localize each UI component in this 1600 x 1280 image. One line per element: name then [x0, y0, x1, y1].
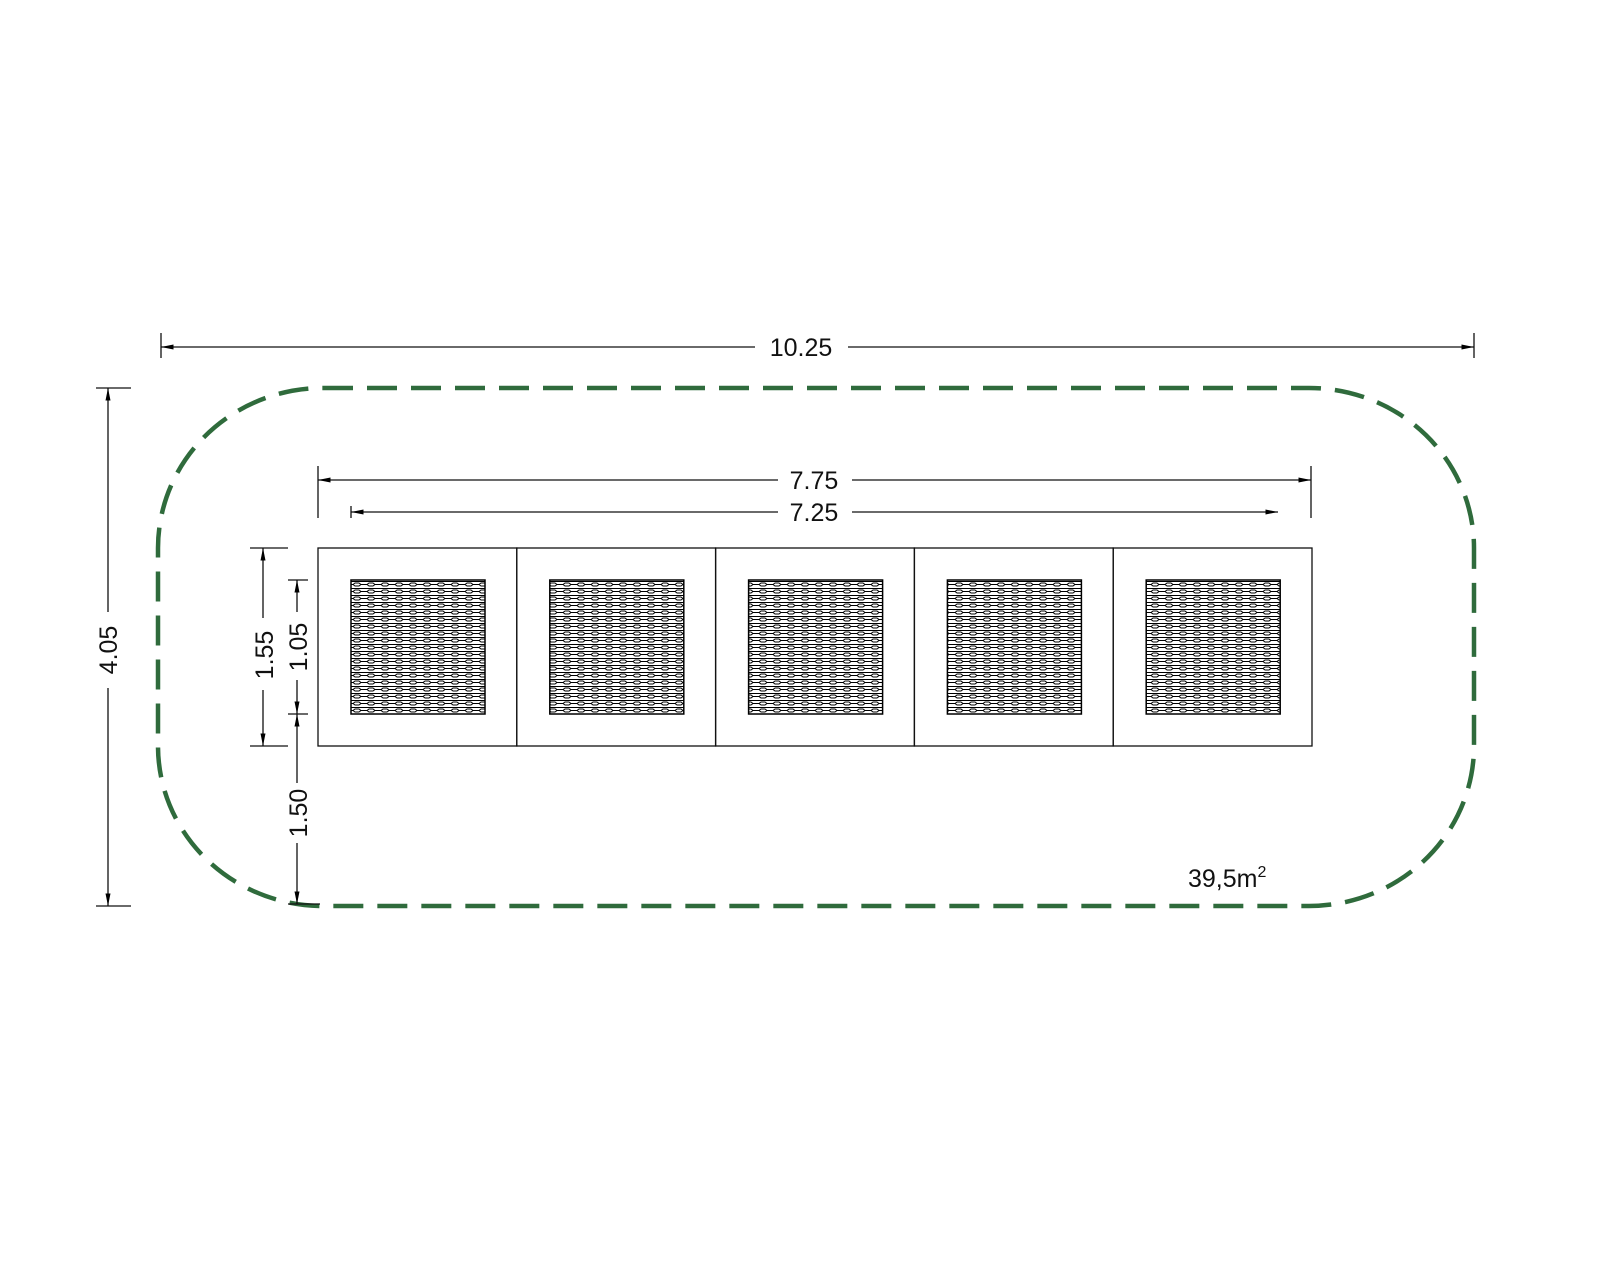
dimension-overall-length: 10.25 — [160, 333, 1475, 362]
impact-pad-hatch — [350, 579, 486, 715]
pad-depth-label: 1.05 — [285, 623, 313, 672]
dimension-overall-width: 4.05 — [95, 387, 131, 907]
impact-pad-hatch — [747, 579, 884, 715]
area-label: 39,5m2 — [1188, 864, 1266, 893]
impact-pad-hatch — [549, 579, 685, 715]
equipment-modules — [317, 547, 1313, 747]
safety-zone-outline — [155, 385, 1477, 909]
dimension-pad-depth: 1.05 — [285, 579, 313, 715]
area-exponent: 2 — [1257, 864, 1266, 881]
area-value: 39,5m — [1188, 865, 1257, 893]
equipment-length-outer-label: 7.75 — [790, 467, 839, 495]
impact-pad-hatch — [946, 579, 1083, 715]
dimension-module-depth: 1.55 — [250, 547, 288, 747]
dimension-clearance: 1.50 — [285, 714, 320, 905]
dimension-equipment-length: 7.75 7.25 — [317, 466, 1312, 527]
overall-length-label: 10.25 — [770, 334, 833, 362]
equipment-length-inner-label: 7.25 — [790, 499, 839, 527]
clearance-label: 1.50 — [285, 789, 313, 838]
module-depth-label: 1.55 — [251, 631, 279, 680]
equipment-module — [1112, 547, 1313, 747]
overall-width-label: 4.05 — [95, 626, 123, 675]
impact-pad-hatch — [1145, 579, 1281, 715]
